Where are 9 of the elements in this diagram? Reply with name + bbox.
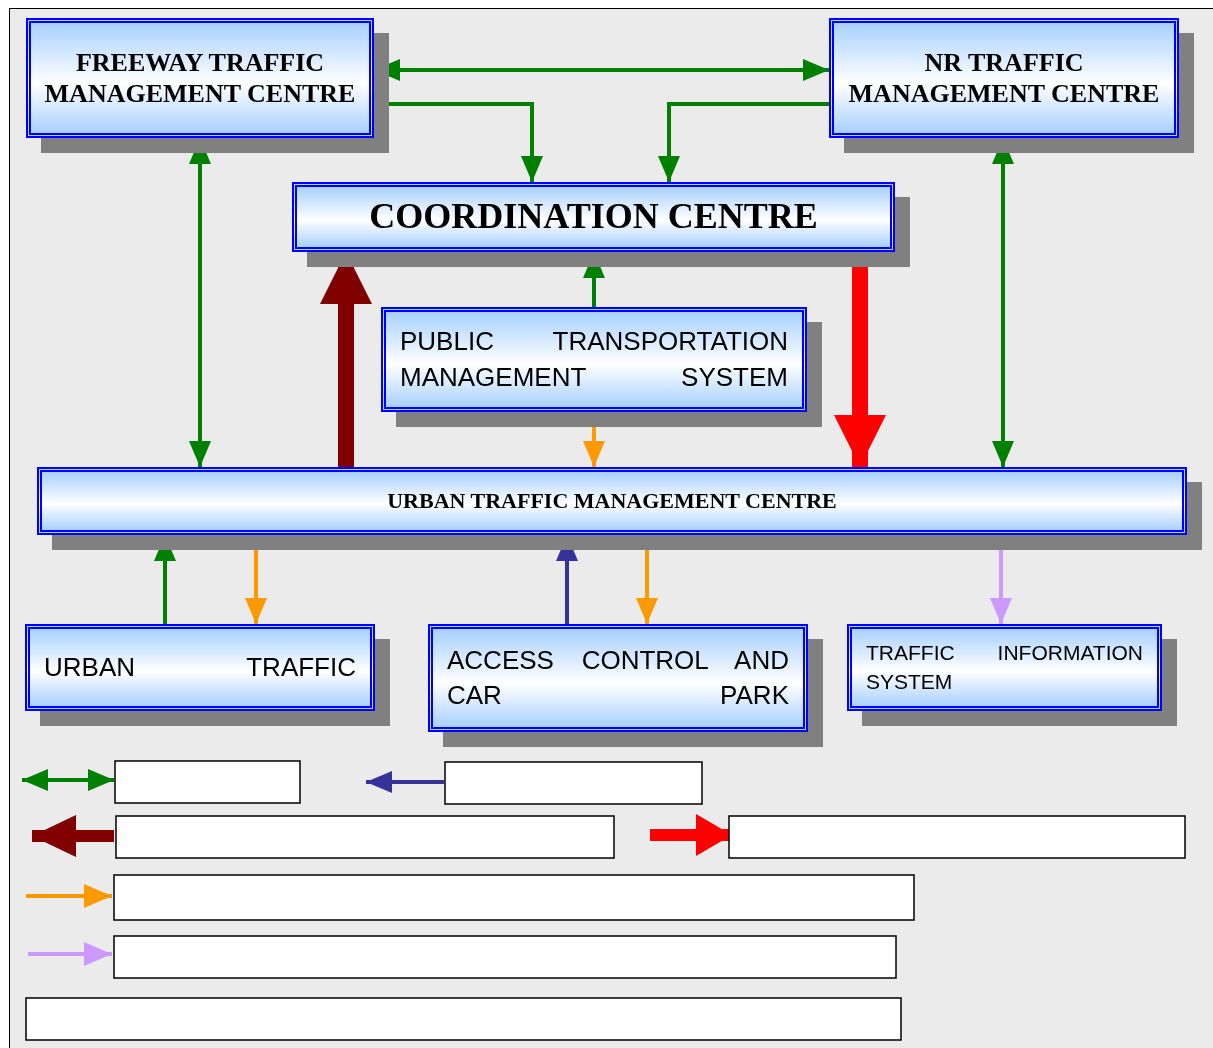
arrow (658, 102, 829, 182)
box-label: URBAN TRAFFIC (43, 650, 357, 684)
box-label: TRAFFIC INFORMATION SYSTEM (865, 640, 1144, 695)
box-label: ACCESS CONTROL AND CAR PARK (446, 643, 790, 712)
box-label: FREEWAY TRAFFIC MANAGEMENT CENTRE (43, 46, 357, 110)
box-label: URBAN TRAFFIC MANAGEMENT CENTRE (387, 487, 837, 515)
box-label: COORDINATION CENTRE (369, 195, 818, 239)
box-label: PUBLIC TRANSPORTATION MANAGEMENT SYSTEM (399, 325, 789, 394)
box-label: NR TRAFFIC MANAGEMENT CENTRE (847, 46, 1161, 110)
